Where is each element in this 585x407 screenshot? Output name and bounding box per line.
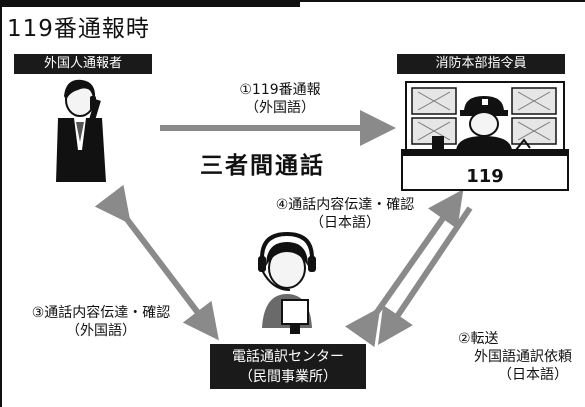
flow-2-line3: （日本語） xyxy=(498,367,568,383)
flow-relay-japanese-label: ④通話内容伝達・確認 （日本語） xyxy=(250,196,440,232)
flow-call-label: ①119番通報 （外国語） xyxy=(205,81,355,117)
arrow-relay-foreign xyxy=(94,184,219,341)
center-line1: 電話通訳センター xyxy=(232,349,344,365)
center-line2: （民間事業所） xyxy=(239,369,337,385)
title-tab-bar xyxy=(0,0,300,7)
flow-transfer-label: ②転送 外国語通訳依頼 （日本語） xyxy=(418,330,585,384)
dispatcher-figure: 119 xyxy=(401,81,569,191)
flow-4-line2: （日本語） xyxy=(310,215,380,231)
flow-2-line1: ②転送 xyxy=(458,331,499,347)
flow-1-line2: （外国語） xyxy=(245,100,315,116)
flow-2-line2: 外国語通訳依頼 xyxy=(474,349,572,365)
flow-relay-foreign-label: ③通話内容伝達・確認 （外国語） xyxy=(6,304,196,340)
flow-3-line1: ③通話内容伝達・確認 xyxy=(31,305,171,321)
desk-number: 119 xyxy=(466,166,504,187)
dispatcher-label: 消防本部指令員 xyxy=(397,54,565,74)
foreign-caller-label: 外国人通報者 xyxy=(14,54,152,74)
foreign-caller-figure xyxy=(56,79,106,182)
arrow-relay-japanese xyxy=(344,189,464,348)
three-way-call-caption: 三者間通話 xyxy=(200,153,325,179)
flow-3-line2: （外国語） xyxy=(66,323,136,339)
page-title: 119番通報時 xyxy=(7,16,150,42)
interpreter-figure xyxy=(258,231,316,334)
arrow-transfer xyxy=(377,206,473,345)
flow-4-line1: ④通話内容伝達・確認 xyxy=(275,197,415,213)
flow-1-line1: ①119番通報 xyxy=(239,82,321,98)
interpretation-center-label: 電話通訳センター （民間事業所） xyxy=(210,344,366,389)
